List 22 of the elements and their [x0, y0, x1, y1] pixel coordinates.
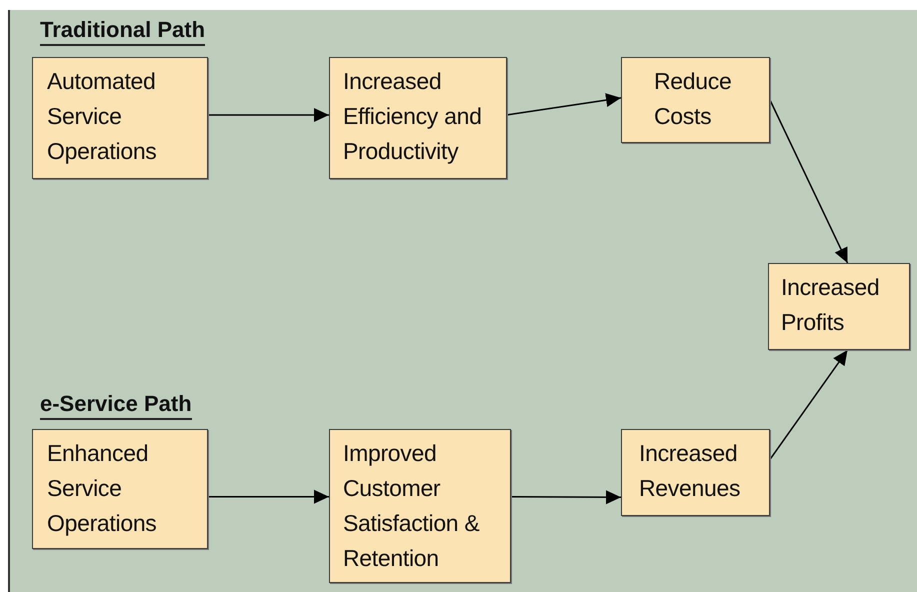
arrow [506, 93, 622, 116]
box-text: Increased Efficiency and Productivity [343, 67, 483, 166]
box-text: Automated Service Operations [47, 67, 158, 166]
path-heading: e-Service Path [40, 390, 192, 420]
arrow [208, 490, 329, 504]
process-box [32, 429, 208, 549]
arrow [769, 100, 848, 264]
process-box [621, 429, 770, 516]
box-text: Reduce Costs [654, 67, 732, 131]
arrow [769, 350, 848, 460]
box-text: Improved Customer Satisfaction & Retention [343, 439, 480, 573]
process-box [329, 57, 507, 179]
box-text: Increased Revenues [639, 439, 742, 503]
box-text: Enhanced Service Operations [47, 439, 158, 538]
box-text: Increased Profits [781, 273, 880, 337]
process-box [768, 263, 910, 350]
process-box [32, 57, 208, 179]
path-heading: Traditional Path [40, 16, 206, 46]
process-box [621, 57, 770, 143]
arrow [511, 490, 621, 504]
arrow [208, 108, 329, 122]
process-box [329, 429, 511, 583]
